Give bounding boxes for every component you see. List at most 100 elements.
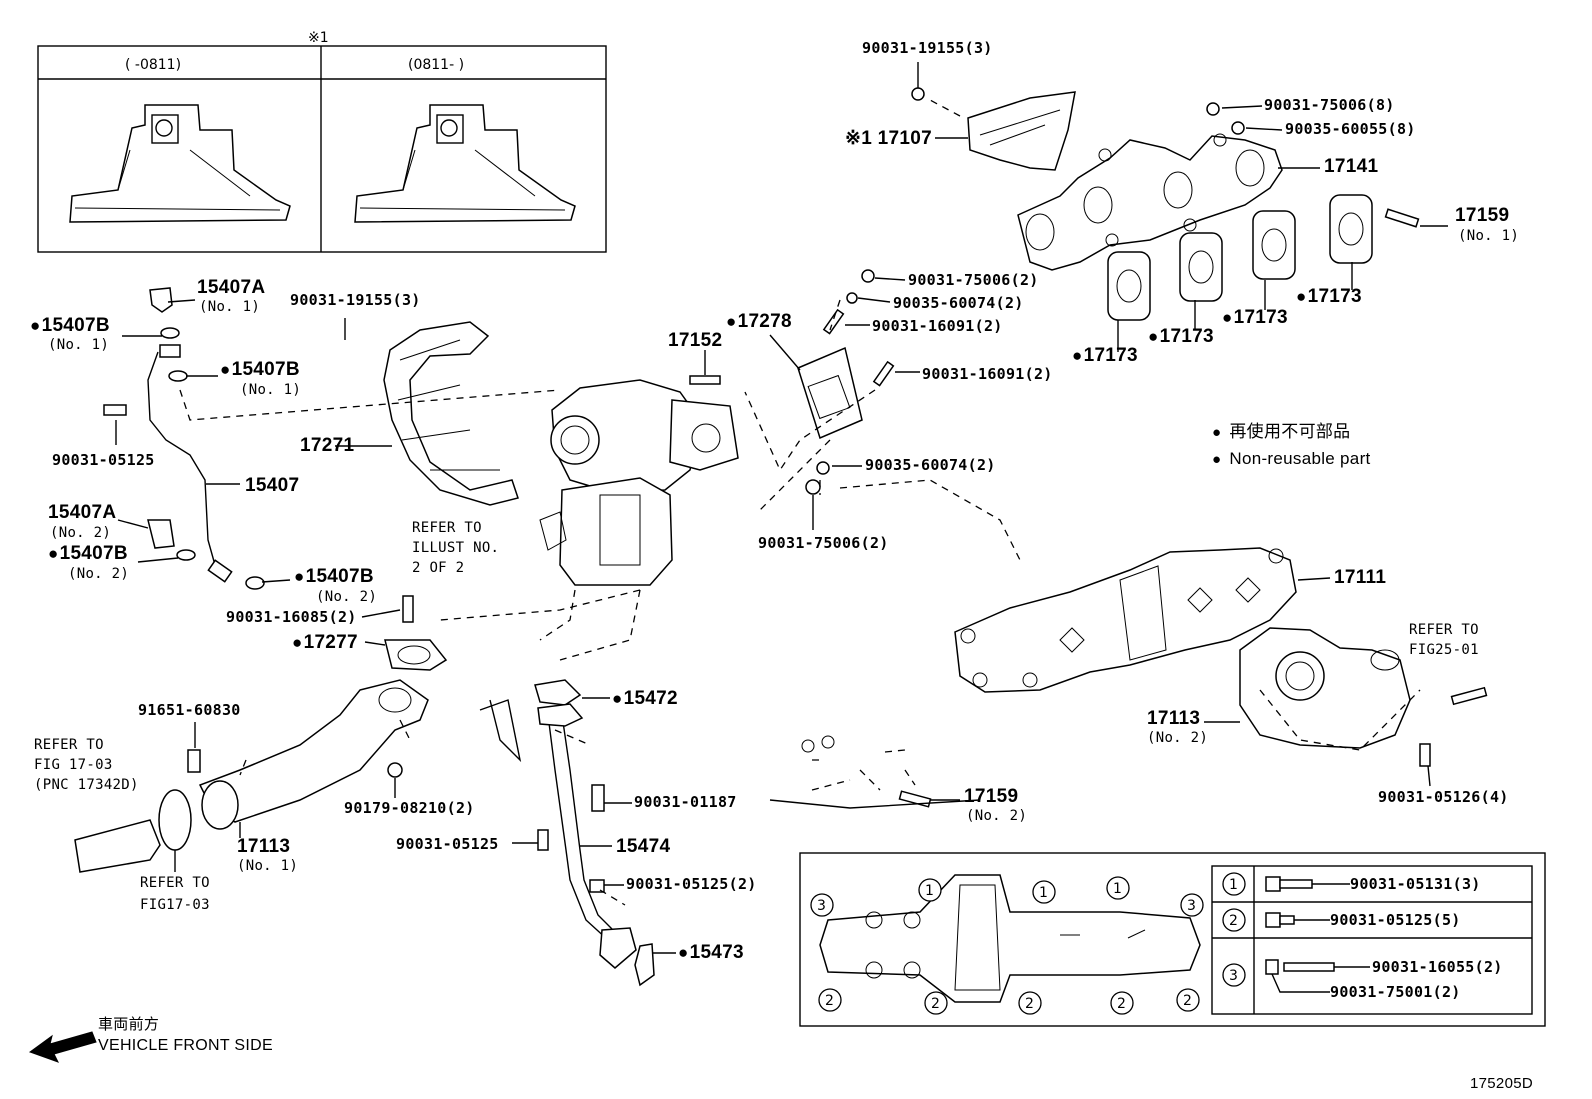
label-90031-19155-mid[interactable]: 90031-19155(3) bbox=[290, 291, 421, 309]
svg-text:1: 1 bbox=[1039, 885, 1048, 901]
label-91651-60830[interactable]: 91651-60830 bbox=[138, 701, 241, 719]
label-15472[interactable]: 15472 bbox=[612, 688, 678, 709]
label-15407a-no1-sub: (No. 1) bbox=[199, 299, 261, 315]
label-15407a-no1[interactable]: 15407A bbox=[197, 277, 266, 298]
vehicle-front-arrow bbox=[28, 1031, 97, 1063]
label-15407b-no1-b-sub: (No. 1) bbox=[240, 382, 302, 398]
svg-text:1: 1 bbox=[925, 883, 934, 899]
svg-text:1: 1 bbox=[1113, 881, 1122, 897]
stud-17152 bbox=[689, 375, 721, 385]
label-90179-08210-2[interactable]: 90179-08210(2) bbox=[344, 799, 475, 817]
refer-fig1703a-line3: (PNC 17342D) bbox=[34, 777, 139, 793]
marker-top-4: 1 bbox=[1106, 876, 1130, 900]
label-15407a-no2[interactable]: 15407A bbox=[48, 502, 117, 523]
refer-fig2501-line1: REFER TO bbox=[1409, 622, 1479, 638]
label-15407b-no2-c-sub: (No. 2) bbox=[68, 566, 130, 582]
partial-bracket bbox=[801, 735, 932, 808]
label-15407b-no2-d-sub: (No. 2) bbox=[316, 589, 378, 605]
manifold-17111 bbox=[954, 547, 1297, 693]
refer-illust-line2: ILLUST NO. bbox=[412, 540, 500, 556]
svg-text:2: 2 bbox=[825, 993, 834, 1009]
label-17111[interactable]: 17111 bbox=[1334, 567, 1387, 588]
heat-insulator-late bbox=[354, 104, 576, 223]
label-90031-16091-2b[interactable]: 90031-16091(2) bbox=[922, 365, 1053, 383]
svg-text:1: 1 bbox=[1229, 877, 1238, 893]
label-15407a-no2-sub: (No. 2) bbox=[50, 525, 112, 541]
svg-text:2: 2 bbox=[1025, 996, 1034, 1012]
label-17277[interactable]: 17277 bbox=[292, 632, 358, 653]
label-90031-01187[interactable]: 90031-01187 bbox=[634, 793, 737, 811]
clamp-and-hose bbox=[74, 749, 201, 873]
label-90031-05125-a[interactable]: 90031-05125 bbox=[52, 451, 155, 469]
turbo-heat-shield-17271 bbox=[383, 321, 519, 506]
inset-note-mark: ※1 bbox=[308, 30, 329, 46]
label-17141[interactable]: 17141 bbox=[1324, 156, 1379, 177]
label-17173-c[interactable]: 17173 bbox=[1148, 326, 1214, 347]
label-17173-d[interactable]: 17173 bbox=[1072, 345, 1138, 366]
label-90031-75006-2b[interactable]: 90031-75006(2) bbox=[758, 534, 889, 552]
label-17271[interactable]: 17271 bbox=[300, 435, 355, 456]
label-17107[interactable]: ※1 17107 bbox=[845, 128, 932, 149]
label-15407b-no1-a-sub: (No. 1) bbox=[48, 337, 110, 353]
label-90031-19155-top[interactable]: 90031-19155(3) bbox=[862, 39, 993, 57]
marker-top-2: 1 bbox=[918, 878, 942, 902]
bolt-glyph-2 bbox=[1265, 912, 1330, 928]
label-17278[interactable]: 17278 bbox=[726, 311, 792, 332]
variant-inset: ※1 ( -0811) (0811- ) bbox=[37, 30, 607, 253]
label-15407b-no2-c[interactable]: 15407B bbox=[48, 543, 128, 564]
label-90031-05125-b[interactable]: 90031-05125 bbox=[396, 835, 499, 853]
exhaust-pipe-17113-no1 bbox=[198, 595, 448, 830]
label-90031-16085-2[interactable]: 90031-16085(2) bbox=[226, 608, 357, 626]
label-90031-05126-4[interactable]: 90031-05126(4) bbox=[1378, 788, 1509, 806]
label-15474[interactable]: 15474 bbox=[616, 836, 671, 857]
label-15407b-no2-d[interactable]: 15407B bbox=[294, 566, 374, 587]
label-17159-no1[interactable]: 17159 bbox=[1455, 205, 1510, 226]
label-90035-60055-8[interactable]: 90035-60055(8) bbox=[1285, 120, 1416, 138]
label-17152[interactable]: 17152 bbox=[668, 330, 723, 351]
svg-text:3: 3 bbox=[1229, 968, 1238, 984]
figure-id: 175205D bbox=[1470, 1075, 1533, 1092]
row-key-1: 1 bbox=[1222, 872, 1246, 896]
refer-fig1703b-line1: REFER TO bbox=[140, 875, 210, 891]
label-15407b-no1-a[interactable]: 15407B bbox=[30, 315, 110, 336]
heat-insulator-early bbox=[69, 104, 291, 223]
heat-shield-17107 bbox=[967, 91, 1076, 171]
bolt-part-3a[interactable]: 90031-16055(2) bbox=[1372, 958, 1503, 976]
label-17159-no2[interactable]: 17159 bbox=[964, 786, 1019, 807]
manifold-fasteners bbox=[805, 87, 1420, 495]
bolt-part-1[interactable]: 90031-05131(3) bbox=[1350, 875, 1481, 893]
marker-top-1: 3 bbox=[810, 893, 834, 917]
svg-text:3: 3 bbox=[1187, 898, 1196, 914]
label-17113-no1[interactable]: 17113 bbox=[237, 836, 291, 857]
label-90031-75006-2a[interactable]: 90031-75006(2) bbox=[908, 271, 1039, 289]
refer-illust-line3: 2 OF 2 bbox=[412, 560, 465, 576]
label-17173-b[interactable]: 17173 bbox=[1222, 307, 1288, 328]
svg-text:2: 2 bbox=[931, 996, 940, 1012]
label-17159-no1-sub: (No. 1) bbox=[1458, 228, 1520, 244]
label-15473[interactable]: 15473 bbox=[678, 942, 744, 963]
marker-bottom-1: 2 bbox=[818, 988, 842, 1012]
turbocharger bbox=[539, 379, 739, 586]
label-17173-a[interactable]: 17173 bbox=[1296, 286, 1362, 307]
marker-top-5: 3 bbox=[1180, 893, 1204, 917]
front-label-jp: 車両前方 bbox=[98, 1016, 160, 1033]
label-90031-75006-8[interactable]: 90031-75006(8) bbox=[1264, 96, 1395, 114]
marker-bottom-5: 2 bbox=[1176, 988, 1200, 1012]
label-90035-60074-2a[interactable]: 90035-60074(2) bbox=[893, 294, 1024, 312]
label-15407b-no1-b[interactable]: 15407B bbox=[220, 359, 300, 380]
label-17113-no2[interactable]: 17113 bbox=[1147, 708, 1201, 729]
bolt-glyph-3 bbox=[1265, 959, 1370, 993]
label-90031-05125-2[interactable]: 90031-05125(2) bbox=[626, 875, 757, 893]
label-90031-16091-2a[interactable]: 90031-16091(2) bbox=[872, 317, 1003, 335]
label-17113-no1-sub: (No. 1) bbox=[237, 858, 299, 874]
bolt-part-3b[interactable]: 90031-75001(2) bbox=[1330, 983, 1461, 1001]
legend-en: ●Non-reusable part bbox=[1212, 449, 1371, 468]
row-key-2: 2 bbox=[1222, 908, 1246, 932]
marker-top-3: 1 bbox=[1032, 880, 1056, 904]
label-15407[interactable]: 15407 bbox=[245, 475, 300, 496]
label-90035-60074-2b[interactable]: 90035-60074(2) bbox=[865, 456, 996, 474]
refer-illust-line1: REFER TO bbox=[412, 520, 482, 536]
bolt-part-2[interactable]: 90031-05125(5) bbox=[1330, 911, 1461, 929]
bolt-glyph-1 bbox=[1265, 876, 1350, 892]
